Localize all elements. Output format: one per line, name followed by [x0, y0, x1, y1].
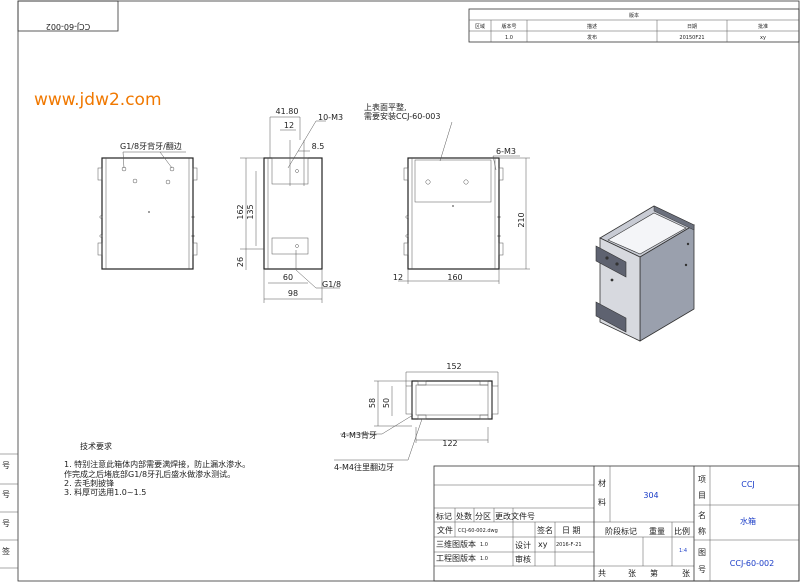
rev-cell-approve: xy — [760, 35, 766, 41]
tb-design3d-label: 三维图版本 — [436, 539, 476, 549]
rev-header-desc: 描述 — [587, 23, 597, 30]
dim-58: 58 — [368, 398, 377, 408]
callout-10-m3: 10-M3 — [318, 113, 343, 122]
tb-file-label: 文件 — [437, 525, 453, 535]
tech-line-1b: 作完成之后堵底部G1/8牙孔后盛水做渗水测试。 — [64, 469, 235, 479]
tb-drawing-no-label-2: 号 — [698, 565, 706, 574]
dim-12-top: 12 — [284, 121, 294, 130]
revision-title: 版本 — [629, 12, 639, 19]
left-margin-table: 号 号 号 签 — [0, 453, 18, 569]
dim-122: 122 — [442, 439, 457, 448]
rev-cell-desc: 发布 — [587, 34, 597, 41]
tech-line-1: 1. 特别注意此箱体内部需要满焊接，防止漏水渗水。 — [64, 459, 250, 469]
title-block: 标记 处数 分区 更改文件号 文件 CCJ-60-002.dwg 签名 日 期 … — [433, 465, 800, 582]
rear-view: 上表面平整, 需要安装CCJ-60-003 6-M3 210 160 12 — [364, 102, 530, 284]
callout-g18-back-flange: G1/8牙背牙/翻边 — [120, 141, 182, 151]
tb-count: 处数 — [456, 511, 472, 521]
corner-code-box — [17, 0, 119, 32]
dim-210: 210 — [517, 212, 526, 227]
callout-4-m3-back: 4-M3背牙 — [341, 430, 377, 440]
tb-sheet-unit2: 张 — [682, 569, 690, 578]
tech-line-3: 3. 料厚可选用1.0~1.5 — [64, 487, 146, 497]
tb-design-date: 2016-F-21 — [556, 542, 582, 548]
rev-header-approve: 批准 — [758, 23, 768, 30]
tb-mark: 标记 — [436, 511, 452, 521]
rev-header-zone: 区域 — [475, 23, 485, 30]
side-view: 41.80 12 8.5 10-M3 162 135 26 60 98 G1/8 — [236, 107, 343, 303]
tb-sheets-total: 共 — [598, 569, 606, 578]
rev-header-version: 版本号 — [501, 23, 516, 30]
tb-design3d-value: 1.0 — [480, 542, 488, 548]
tb-drawing-no: CCJ-60-002 — [730, 559, 774, 568]
tb-material: 304 — [643, 491, 658, 500]
tb-project-label-1: 项 — [698, 475, 706, 484]
margin-label-2: 号 — [2, 490, 10, 499]
margin-label-1: 号 — [2, 461, 10, 470]
dim-152: 152 — [446, 362, 461, 371]
tb-name-label-1: 名 — [698, 510, 706, 520]
tb-change: 更改文件号 — [495, 511, 535, 521]
dim-98: 98 — [288, 289, 298, 298]
technical-requirements: 技术要求 1. 特别注意此箱体内部需要满焊接，防止漏水渗水。 作完成之后堵底部G… — [64, 441, 250, 497]
tb-date: 日 期 — [562, 526, 581, 535]
tb-stage-label: 阶段标记 — [605, 526, 637, 536]
dim-26: 26 — [236, 257, 245, 267]
dim-160: 160 — [447, 273, 462, 282]
tb-eng-value: 1.0 — [480, 556, 488, 562]
revision-table: 版本 区域 版本号 描述 日期 批准 1.0 发布 20150F21 xy — [468, 8, 800, 43]
tb-sheet-no: 第 — [650, 568, 658, 578]
callout-g18: G1/8 — [322, 280, 341, 289]
dim-50: 50 — [382, 398, 391, 408]
dim-135: 135 — [246, 204, 255, 219]
tech-line-2: 2. 去毛刺披锋 — [64, 478, 114, 488]
rev-cell-version: 1.0 — [505, 35, 513, 41]
tb-material-label-2: 料 — [598, 497, 606, 507]
rev-cell-date: 20150F21 — [679, 35, 704, 41]
tb-project-label-2: 目 — [698, 491, 706, 500]
tb-sign: 签名 — [537, 525, 553, 535]
tb-scale: 1:4 — [679, 548, 687, 554]
tb-drawing-no-label-1: 图 — [698, 548, 706, 557]
dim-8-5: 8.5 — [312, 142, 325, 151]
tb-name-label-2: 称 — [698, 526, 706, 536]
watermark: www.jdw2.com — [34, 90, 162, 110]
margin-label-3: 号 — [2, 519, 10, 528]
dim-12-bottom: 12 — [393, 273, 403, 282]
tb-material-label-1: 材 — [598, 478, 606, 488]
tb-scale-label: 比例 — [674, 526, 690, 536]
rev-header-date: 日期 — [687, 24, 697, 30]
tb-zone: 分区 — [475, 512, 491, 521]
tech-title: 技术要求 — [80, 441, 112, 451]
isometric-view — [595, 205, 695, 342]
tb-design-value: xy — [538, 540, 548, 549]
dim-41-80: 41.80 — [276, 107, 299, 116]
callout-top-note-1: 上表面平整, — [364, 102, 407, 112]
tb-sheets-unit: 张 — [628, 569, 636, 578]
tb-eng-label: 工程图版本 — [436, 553, 476, 563]
tb-weight-label: 重量 — [649, 526, 665, 536]
tb-file-value: CCJ-60-002.dwg — [458, 528, 498, 534]
corner-code: CCJ-60-002 — [46, 22, 90, 31]
callout-4-m4-flange: 4-M4往里翻边牙 — [334, 462, 394, 472]
dim-162: 162 — [236, 204, 245, 219]
tb-design-label: 设计 — [515, 540, 531, 550]
tb-project: CCJ — [741, 480, 755, 489]
front-view: G1/8牙背牙/翻边 — [97, 141, 198, 270]
tb-review-label: 审核 — [515, 554, 531, 564]
callout-6-m3: 6-M3 — [496, 147, 516, 156]
tb-name: 水箱 — [740, 516, 756, 526]
dim-60: 60 — [283, 273, 293, 282]
margin-label-4: 签 — [2, 546, 10, 556]
callout-top-note-2: 需要安装CCJ-60-003 — [364, 111, 440, 121]
top-view: 152 58 50 122 4-M3背牙 4-M4往里翻边牙 — [334, 362, 499, 472]
sheet-border — [17, 0, 800, 582]
